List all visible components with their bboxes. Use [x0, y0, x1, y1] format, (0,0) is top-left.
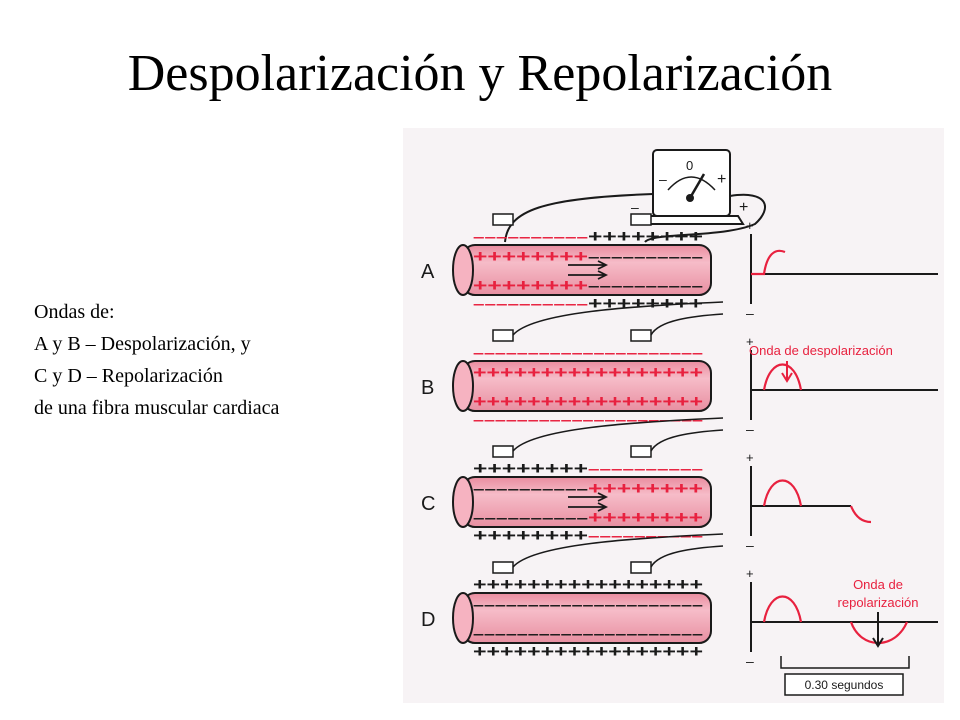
fiber-c-inner-bottom-right: ++++++++ — [588, 508, 703, 527]
depolarization-wave-arrow — [781, 361, 793, 383]
fiber-a-inner-bottom-right: –––––––––– — [588, 278, 703, 295]
fiber-c-electrode-2 — [630, 445, 652, 458]
fiber-a-outer-top-left: –––––––––– — [473, 229, 588, 246]
fiber-a-wave-arrow-2 — [568, 270, 609, 280]
fiber-c-trace-repol — [849, 505, 872, 524]
page-title: Despolarización y Repolarización — [127, 45, 833, 102]
time-scale-box — [784, 673, 904, 696]
fiber-c-inner-top-right: ++++++++ — [588, 479, 703, 498]
time-scale-label: 0.30 segundos — [805, 678, 884, 692]
fiber-a-label: A — [421, 261, 435, 283]
lead-wire-left — [504, 193, 654, 243]
fiber-c-outer-bottom-left: ++++++++ — [473, 526, 588, 545]
fiber-panel-c: C++++++++––––––––––––––––––––++++++++–––… — [421, 417, 872, 553]
fiber-b-end-cap — [452, 360, 474, 412]
galvanometer-scale — [667, 176, 716, 191]
fiber-c-label: C — [421, 493, 435, 515]
fiber-b-wire-right — [650, 313, 724, 336]
fiber-c-trace-minus: – — [746, 537, 754, 553]
fiber-b-outer-bottom-left: ––––––––––––––––––––– — [473, 412, 703, 429]
fiber-b-electrode-2 — [630, 329, 652, 342]
depolarization-wave-label: Onda de despolarización — [749, 343, 893, 358]
fiber-c-wave-arrow-2 — [568, 502, 609, 512]
caption-line-3: C y D – Repolarización — [34, 365, 223, 387]
fiber-c-trace-plus: + — [746, 450, 754, 465]
fiber-a-inner-top-left: ++++++++ — [473, 247, 588, 266]
galvanometer-pivot — [686, 194, 694, 202]
fiber-a-end-cap — [452, 244, 474, 296]
fiber-c-outer-top-left: ++++++++ — [473, 459, 588, 478]
fiber-a-trace-minus: – — [746, 305, 754, 321]
fiber-d-label: D — [421, 609, 435, 631]
fiber-c-electrode-1 — [492, 445, 514, 458]
fiber-b-trace-plus: + — [746, 334, 754, 349]
fiber-d-trace-wave — [762, 595, 803, 623]
fiber-d-wire-left — [512, 533, 724, 568]
galvanometer-base — [638, 215, 745, 225]
fiber-panels: A––––––––––++++++++++++++++––––––––––+++… — [421, 213, 938, 669]
fiber-a-outer-bottom-left: –––––––––– — [473, 296, 588, 313]
time-scale-bracket — [780, 656, 910, 669]
galvanometer-zero-label: 0 — [686, 158, 693, 173]
caption: Ondas de: A y B – Despolarización, y C y… — [34, 296, 374, 424]
fiber-a-trace-plus: + — [746, 218, 754, 233]
fiber-d-trace-plus: + — [746, 566, 754, 581]
repolarization-wave-label-1: Onda de — [853, 577, 903, 592]
fiber-d-wire-right — [650, 545, 724, 568]
lead-wire-right — [644, 193, 766, 243]
depolarization-diagram: 0 – + – + A––––––––––++++++++++++++++–––… — [403, 128, 944, 703]
fiber-b-label: B — [421, 377, 434, 399]
galvanometer-needle — [688, 173, 706, 199]
fiber-c-inner-top-left: –––––––––– — [473, 481, 588, 498]
galvanometer-plus-label: + — [717, 171, 726, 188]
fiber-d-inner-top-left: ––––––––––––––––––––– — [473, 597, 703, 614]
fiber-d-end-cap — [452, 592, 474, 644]
repolarization-wave-label-2: repolarización — [838, 595, 919, 610]
fiber-b-inner-bottom-left: +++++++++++++++++ — [473, 392, 703, 411]
galvanometer-side-minus: – — [631, 199, 639, 215]
galvanometer-minus-label: – — [659, 171, 667, 187]
fiber-panel-b: B–––––––––––––––––––––++++++++++++++++++… — [421, 301, 938, 437]
fiber-c-wave-arrow-1 — [568, 492, 609, 502]
caption-line-2: A y B – Despolarización, y — [34, 333, 251, 355]
fiber-c-outer-top-right: –––––––––– — [588, 461, 703, 478]
fiber-c-wire-right — [650, 429, 724, 452]
fiber-a-inner-bottom-left: ++++++++ — [473, 276, 588, 295]
fiber-d-outer-top-left: +++++++++++++++++ — [473, 575, 703, 594]
fiber-b-outer-top-left: ––––––––––––––––––––– — [473, 345, 703, 362]
galvanometer: 0 – + – + — [504, 149, 766, 243]
fiber-panel-d: D+++++++++++++++++––––––––––––––––––––––… — [421, 533, 938, 669]
fiber-a-electrode-2 — [630, 213, 652, 226]
fiber-d-electrode-2 — [630, 561, 652, 574]
fiber-a-outer-top-right: ++++++++ — [588, 227, 703, 246]
fiber-a-inner-top-right: –––––––––– — [588, 249, 703, 266]
fiber-a-wave-arrow-1 — [568, 260, 609, 270]
fiber-b-trace-minus: – — [746, 421, 754, 437]
fiber-d-electrode-1 — [492, 561, 514, 574]
caption-line-4: de una fibra muscular cardiaca — [34, 397, 280, 419]
fiber-c-wire-left — [512, 417, 724, 452]
fiber-d-trace-minus: – — [746, 653, 754, 669]
fiber-panel-a: A––––––––––++++++++++++++++––––––––––+++… — [421, 213, 938, 321]
fiber-b-inner-top-left: +++++++++++++++++ — [473, 363, 703, 382]
fiber-a-electrode-1 — [492, 213, 514, 226]
fiber-b-wire-left — [512, 301, 724, 336]
caption-line-1: Ondas de: — [34, 301, 115, 323]
fiber-c-trace-wave — [762, 479, 803, 507]
fiber-d-outer-bottom-left: +++++++++++++++++ — [473, 642, 703, 661]
fiber-b-electrode-1 — [492, 329, 514, 342]
fiber-c-end-cap — [452, 476, 474, 528]
galvanometer-side-plus: + — [739, 199, 748, 216]
fiber-b-trace-wave — [762, 363, 803, 391]
fiber-d-inner-bottom-left: ––––––––––––––––––––– — [473, 626, 703, 643]
fiber-c-inner-bottom-left: –––––––––– — [473, 510, 588, 527]
fiber-a-trace-wave — [751, 249, 786, 276]
repolarization-wave-arrow — [872, 612, 884, 648]
